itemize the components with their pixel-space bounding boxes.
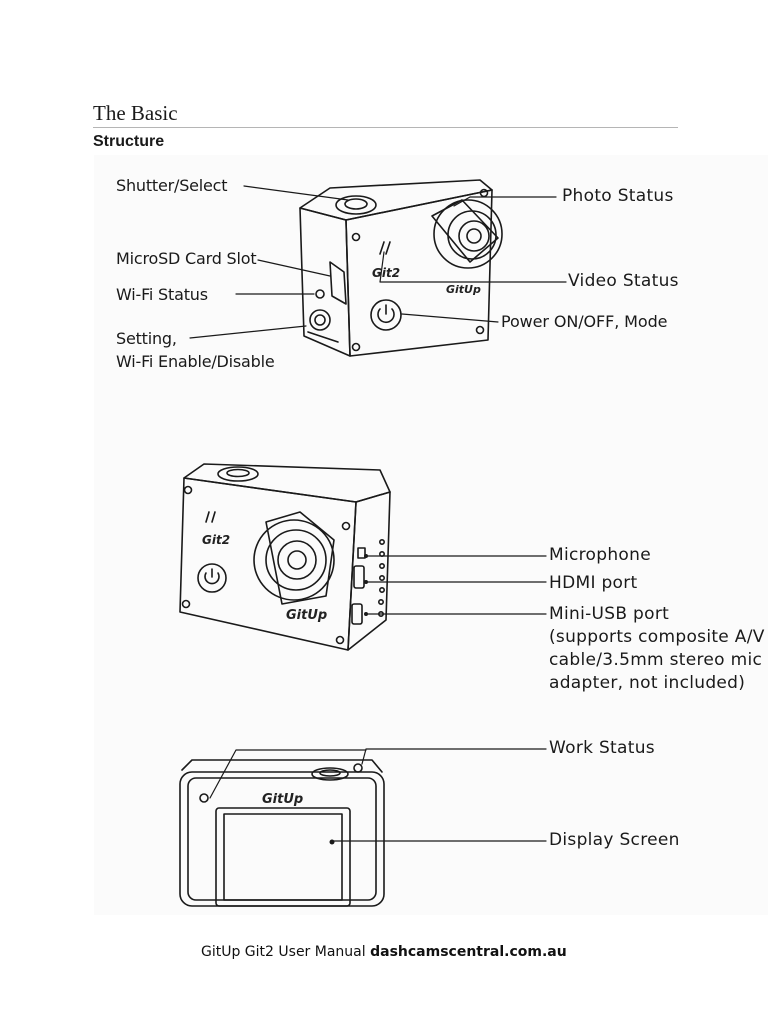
label-shutter-select: Shutter/Select — [116, 176, 228, 195]
label-hdmi-port: HDMI port — [549, 573, 638, 593]
label-setting: Setting, Wi-Fi Enable/Disable — [116, 329, 275, 371]
leader-dots — [329, 554, 368, 845]
label-work-status: Work Status — [549, 738, 655, 758]
gitup-logo: GitUp — [286, 608, 328, 623]
gitup-logo: GitUp — [262, 792, 304, 807]
section-title: Structure — [93, 133, 165, 150]
footer: GitUp Git2 User Manual dashcamscentral.c… — [201, 944, 567, 960]
label-power-mode: Power ON/OFF, Mode — [501, 312, 668, 331]
label-photo-status: Photo Status — [562, 186, 674, 206]
footer-site: dashcamscentral.com.au — [370, 944, 567, 960]
page-heading: The Basic — [93, 101, 178, 125]
gitup-logo: GitUp — [446, 283, 481, 296]
git2-mark: Git2 — [202, 533, 231, 547]
git2-mark: Git2 — [372, 266, 401, 280]
footer-manual-title: GitUp Git2 User Manual — [201, 944, 366, 960]
camera-side-view — [299, 179, 503, 357]
label-mini-usb-port: Mini-USB port (supports composite A/V ca… — [549, 604, 765, 693]
label-microphone: Microphone — [549, 545, 651, 565]
label-display-screen: Display Screen — [549, 830, 680, 850]
heading-rule — [93, 127, 678, 128]
leader-lines — [189, 185, 567, 842]
label-microsd-slot: MicroSD Card Slot — [116, 249, 257, 268]
label-wifi-status: Wi-Fi Status — [116, 285, 208, 304]
camera-back-view — [179, 759, 385, 907]
label-video-status: Video Status — [568, 271, 679, 291]
camera-front-view — [179, 463, 391, 651]
